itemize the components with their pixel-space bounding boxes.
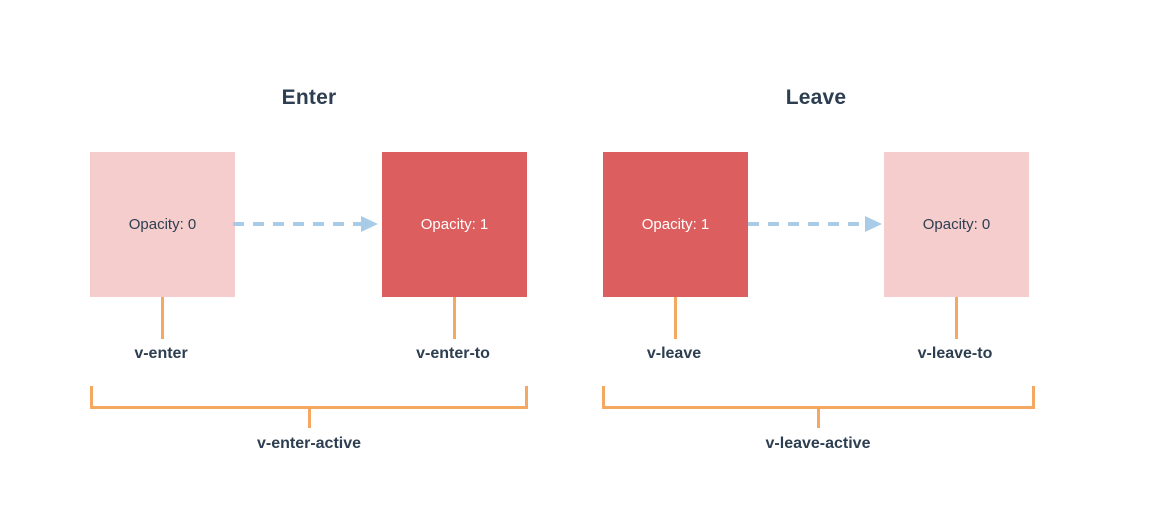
leave-arrow-stem bbox=[748, 222, 865, 226]
label-v-enter: v-enter bbox=[134, 345, 188, 362]
enter-transition-arrow bbox=[233, 216, 379, 232]
enter-active-bracket-tick bbox=[308, 409, 311, 428]
label-v-leave-active: v-leave-active bbox=[765, 435, 871, 452]
enter-arrow-stem bbox=[233, 222, 361, 226]
enter-to-connector bbox=[453, 297, 456, 339]
leave-from-connector bbox=[674, 297, 677, 339]
label-v-leave: v-leave bbox=[646, 345, 702, 362]
enter-active-bracket bbox=[90, 386, 528, 409]
enter-from-box: Opacity: 0 bbox=[90, 152, 235, 297]
label-v-enter-to: v-enter-to bbox=[416, 345, 490, 362]
leave-from-opacity-text: Opacity: 1 bbox=[641, 215, 710, 233]
enter-from-connector bbox=[161, 297, 164, 339]
leave-to-connector bbox=[955, 297, 958, 339]
leave-group-title: Leave bbox=[785, 86, 847, 109]
leave-active-bracket-tick bbox=[817, 409, 820, 428]
leave-transition-arrow bbox=[748, 216, 882, 232]
enter-to-opacity-text: Opacity: 1 bbox=[420, 215, 489, 233]
enter-to-box: Opacity: 1 bbox=[382, 152, 527, 297]
leave-active-bracket bbox=[602, 386, 1035, 409]
enter-group-title: Enter bbox=[281, 86, 337, 109]
label-v-enter-active: v-enter-active bbox=[256, 435, 362, 452]
label-v-leave-to: v-leave-to bbox=[917, 345, 993, 362]
enter-from-opacity-text: Opacity: 0 bbox=[128, 215, 197, 233]
leave-to-box: Opacity: 0 bbox=[884, 152, 1029, 297]
enter-arrow-head bbox=[361, 216, 378, 232]
leave-from-box: Opacity: 1 bbox=[603, 152, 748, 297]
leave-arrow-head bbox=[865, 216, 882, 232]
leave-to-opacity-text: Opacity: 0 bbox=[922, 215, 991, 233]
